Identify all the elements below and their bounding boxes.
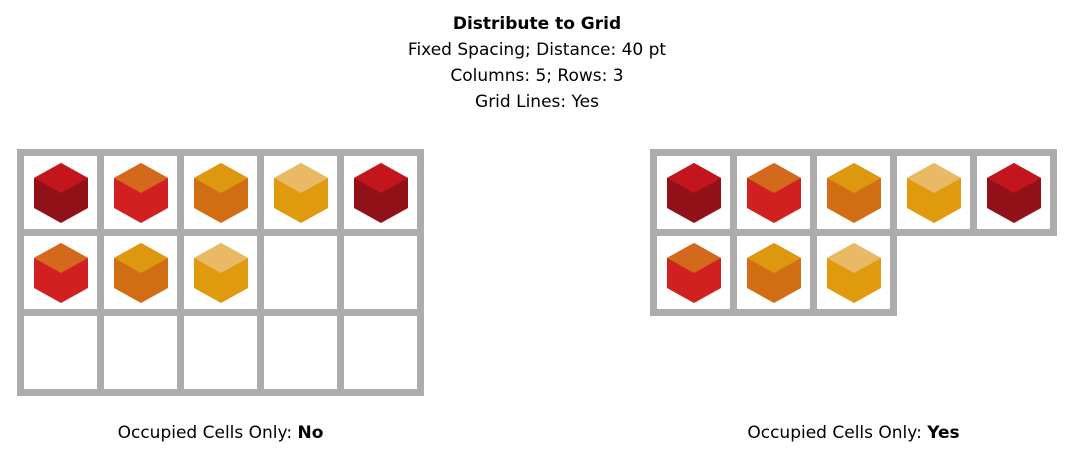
grid-cell-occupied [730,229,817,316]
subtitle-spacing: Fixed Spacing; Distance: 40 pt [407,40,667,60]
grid-cell-occupied [337,149,424,236]
grid-cell-occupied [97,229,184,316]
amber-cube-glyph [273,162,328,223]
grid-cell-occupied [17,229,104,316]
orange-cube-glyph [746,242,801,303]
left-caption-value: No [297,423,324,443]
red-cube-glyph [666,242,721,303]
amber-cube-glyph [193,242,248,303]
grid-cell-occupied [890,149,977,236]
left-grid-caption: Occupied Cells Only: No [17,422,424,444]
subtitle-grid-size: Columns: 5; Rows: 3 [450,66,624,86]
orange-cube-glyph [113,242,168,303]
grid-cell-occupied [177,229,264,316]
grid-cell-occupied [810,149,897,236]
subtitle-grid-lines: Grid Lines: Yes [475,92,599,112]
red-cube-glyph [746,162,801,223]
red-cube-glyph [33,242,88,303]
left-caption-prefix: Occupied Cells Only: [117,423,298,443]
grid-cell-occupied [177,149,264,236]
grid-cell-occupied [970,149,1057,236]
amber-cube-glyph [906,162,961,223]
red-cube-glyph [113,162,168,223]
right-caption-prefix: Occupied Cells Only: [747,423,928,443]
figure-title: Distribute to Grid [452,14,622,34]
dark-red-cube-glyph [353,162,408,223]
grid-row [650,149,1057,236]
right-grid-caption: Occupied Cells Only: Yes [650,422,1057,444]
title-block: Distribute to Grid Fixed Spacing; Distan… [0,11,1074,115]
dark-red-cube-glyph [33,162,88,223]
grid-cell-empty [337,229,424,316]
grid-cell-occupied [810,229,897,316]
orange-cube-glyph [193,162,248,223]
dark-red-cube-glyph [666,162,721,223]
grid-cell-empty [337,309,424,396]
grid-cell-occupied [730,149,817,236]
dark-red-cube-glyph [986,162,1041,223]
amber-cube-glyph [826,242,881,303]
grid-occupied-cells-only [650,149,1057,316]
grid-cell-empty [257,309,344,396]
grid-cell-occupied [17,149,104,236]
grid-cell-occupied [650,149,737,236]
grid-cell-empty [97,309,184,396]
grid-cell-empty [257,229,344,316]
grid-cell-empty [17,309,104,396]
grid-cell-empty [177,309,264,396]
grid-all-cells [17,149,424,396]
grid-cell-occupied [97,149,184,236]
grid-row [650,229,1057,316]
grid-cell-occupied [257,149,344,236]
grid-row [17,309,424,396]
right-caption-value: Yes [927,423,960,443]
grid-row [17,149,424,236]
orange-cube-glyph [826,162,881,223]
grid-cell-occupied [650,229,737,316]
grid-row [17,229,424,316]
